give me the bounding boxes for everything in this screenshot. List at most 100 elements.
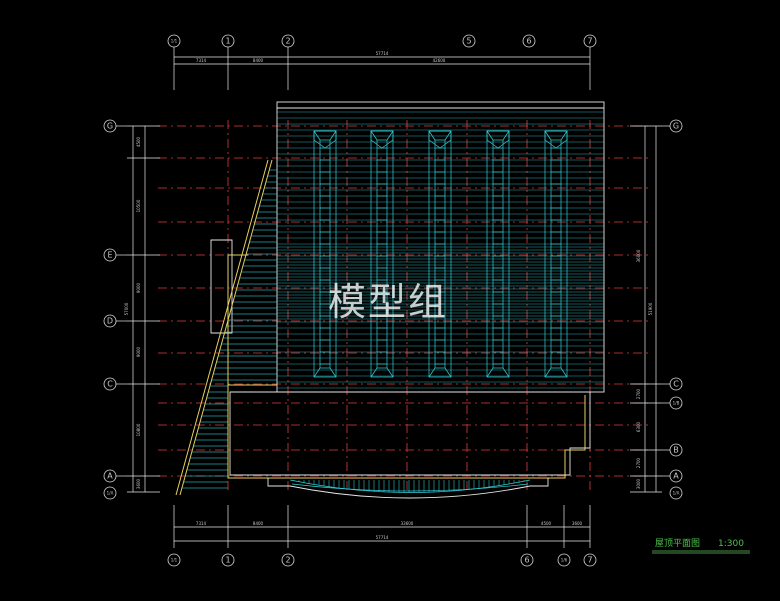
skylight	[370, 130, 394, 378]
axis-label-bottom: 6	[524, 556, 529, 565]
skylight-frame	[428, 130, 452, 378]
right-dim-seg-3: 6300	[636, 421, 641, 432]
axis-label-top: 6	[526, 37, 531, 46]
top-dim-total: 57714	[376, 51, 389, 56]
axis-bubble-bottom	[520, 553, 534, 567]
axis-label-top: 2	[285, 37, 290, 46]
axis-label-right: A	[673, 472, 679, 481]
axis-label-bottom: 1/1	[171, 558, 178, 563]
skylight-hip	[486, 367, 494, 378]
drawing-title: 屋顶平面图	[655, 538, 700, 549]
top-axis-bubbles: 1/1 1 2 5 6 7	[167, 34, 597, 52]
right-axis-bubbles: G C 1/B B A 1/A	[662, 119, 683, 500]
skylight-top-cap	[370, 130, 394, 149]
left-dim-seg-6: 3600	[136, 478, 141, 489]
ramp-hatching	[181, 169, 277, 489]
canopy-curve-inner	[291, 483, 529, 492]
skylight-top-cap	[486, 130, 510, 149]
entrance-canopy	[267, 478, 549, 499]
left-axis-bubbles: G E D C A 1/A	[103, 119, 127, 500]
skylight-hip	[329, 367, 337, 378]
axis-bubble-right	[669, 443, 683, 457]
skylight-hip	[444, 367, 452, 378]
top-dim-seg-1: 7314	[196, 58, 207, 63]
skylight-hip	[370, 130, 378, 141]
bottom-dim-total: 57714	[376, 535, 389, 540]
axis-bubble-left	[103, 377, 117, 391]
axis-bubble-top	[221, 34, 235, 48]
axis-label-left: C	[107, 380, 113, 389]
sloped-wall-inner	[179, 159, 273, 496]
axis-label-top: 5	[466, 37, 471, 46]
skylight-hip	[502, 130, 510, 141]
skylight-hip	[313, 130, 321, 141]
axis-label-left: G	[107, 122, 113, 131]
skylight-inner	[550, 139, 562, 369]
skylight-hip	[386, 367, 394, 378]
top-dim-seg-2: 8400	[253, 58, 264, 63]
parapet-lower	[227, 385, 586, 479]
axis-label-right: G	[673, 122, 679, 131]
left-dim-seg-5: 10800	[136, 423, 141, 436]
skylight-hip	[370, 367, 378, 378]
axis-bubble-bottom	[281, 553, 295, 567]
skylight-frame	[544, 130, 568, 378]
left-dim-seg-4: 9000	[136, 346, 141, 357]
skylight-hip	[313, 367, 321, 378]
right-dimensions: 36000 2700 6300 2700 3000 51900	[630, 125, 662, 493]
skylight-inner	[376, 139, 388, 369]
skylight-hip	[444, 130, 452, 141]
sloped-wall	[175, 159, 277, 496]
axis-bubble-right	[669, 119, 683, 133]
skylight	[486, 130, 510, 378]
axis-bubble-top	[462, 34, 476, 48]
skylight	[428, 130, 452, 378]
axis-bubble-bottom	[167, 553, 181, 567]
skylight-hip	[560, 367, 568, 378]
roof-slope-hatching	[277, 111, 604, 389]
axis-label-right: C	[673, 380, 679, 389]
right-dim-seg-4: 2700	[636, 457, 641, 468]
skylight-inner	[434, 139, 446, 369]
axis-bubble-top	[281, 34, 295, 48]
axis-bubble-left	[103, 486, 117, 500]
skylight-group	[313, 130, 568, 378]
axis-bubble-bottom	[221, 553, 235, 567]
skylight-hip	[502, 367, 510, 378]
skylight-frame	[313, 130, 337, 378]
top-dimensions: 7314 8400 42600 57714	[173, 51, 591, 90]
axis-label-top: 7	[587, 37, 592, 46]
skylight-hip	[386, 130, 394, 141]
skylight-hip	[560, 130, 568, 141]
skylight-hip	[428, 367, 436, 378]
axis-bubble-right	[669, 469, 683, 483]
axis-bubble-top	[583, 34, 597, 48]
axis-label-bottom: 1/6	[561, 558, 568, 563]
skylight-top-cap	[544, 130, 568, 149]
axis-bubble-right	[669, 377, 683, 391]
skylight-hip	[544, 367, 552, 378]
right-dim-seg-2: 2700	[636, 388, 641, 399]
bottom-dim-seg-3: 33600	[401, 521, 414, 526]
bottom-dim-seg-4: 4500	[541, 521, 552, 526]
bottom-dim-seg-5: 3600	[572, 521, 583, 526]
parapet	[227, 254, 586, 479]
axis-bubble-top	[167, 34, 181, 48]
canopy-outline	[267, 478, 549, 499]
axis-label-bottom: 1	[225, 556, 230, 565]
axis-bubble-left	[103, 314, 117, 328]
axis-label-left: 1/A	[107, 491, 114, 496]
axis-label-left: A	[107, 472, 113, 481]
right-dim-seg-1: 36000	[636, 249, 641, 262]
skylight-hip	[486, 130, 494, 141]
axis-label-bottom: 7	[587, 556, 592, 565]
skylight	[313, 130, 337, 378]
sloped-wall-outer	[175, 159, 269, 496]
axis-label-top: 1/1	[171, 39, 178, 44]
axis-bubble-left	[103, 119, 117, 133]
axis-bubble-left	[103, 469, 117, 483]
skylight-inner	[319, 139, 331, 369]
right-dim-seg-5: 3000	[636, 478, 641, 489]
axis-bubble-bottom	[557, 553, 571, 567]
